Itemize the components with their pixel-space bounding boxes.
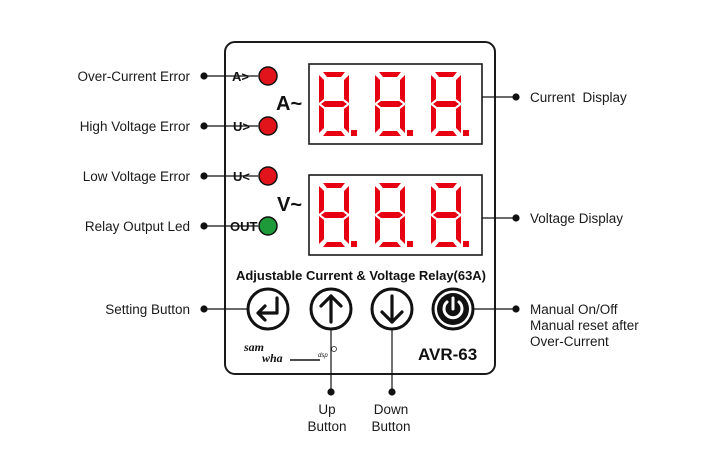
voltage-display (308, 174, 483, 256)
up-button[interactable] (309, 287, 353, 331)
product-title: Adjustable Current & Voltage Relay(63A) (236, 268, 486, 283)
current-unit-label: A~ (276, 93, 302, 115)
callout-up-line2: Button (307, 419, 346, 434)
arrow-up-icon (319, 294, 343, 324)
callout-up-line1: Up (318, 402, 335, 417)
power-icon (442, 296, 464, 320)
callout-current-display: Current Display (530, 90, 627, 105)
callout-setting-button: Setting Button (105, 302, 190, 317)
callout-relay-output: Relay Output Led (85, 219, 190, 234)
svg-text:sam: sam (243, 340, 264, 354)
arrow-down-icon (380, 294, 404, 324)
output-led (258, 216, 278, 236)
svg-text:wha: wha (262, 351, 283, 365)
low-voltage-led (258, 166, 278, 186)
high-voltage-led (258, 116, 278, 136)
callout-over-current: Over-Current Error (77, 69, 190, 84)
voltage-unit-label: V~ (277, 194, 302, 216)
power-button[interactable] (431, 287, 475, 331)
down-button[interactable] (370, 287, 414, 331)
current-display (308, 63, 483, 145)
callout-low-voltage: Low Voltage Error (83, 169, 191, 184)
callout-voltage-display: Voltage Display (530, 211, 623, 226)
callout-high-voltage: High Voltage Error (80, 119, 191, 134)
callout-manual-onoff-line2: Manual reset after (530, 318, 639, 333)
callout-down-line2: Button (371, 419, 410, 434)
callout-down-line1: Down (374, 402, 409, 417)
brand-logo: sam wha dsp (243, 340, 337, 365)
svg-text:dsp: dsp (318, 353, 328, 359)
callout-manual-onoff-line3: Over-Current (530, 334, 609, 349)
callout-manual-onoff-line1: Manual On/Off (530, 302, 618, 317)
over-current-led (258, 66, 278, 86)
setting-button[interactable] (246, 287, 290, 331)
enter-arrow-icon (256, 296, 279, 322)
model-label: AVR-63 (418, 345, 477, 364)
